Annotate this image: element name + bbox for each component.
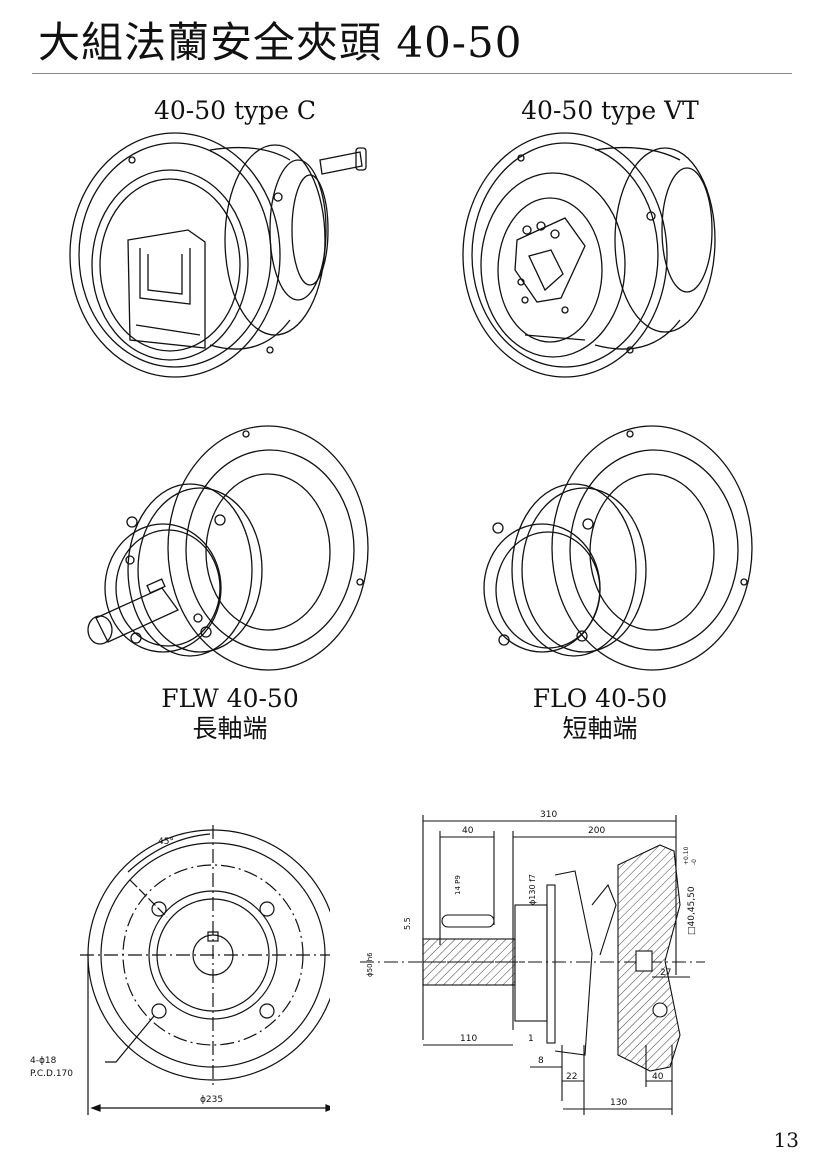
svg-text:27: 27 [660,968,671,978]
caption-type-vt: 40-50 type VT [521,96,699,125]
diameter-label: ϕ235 [200,1095,223,1105]
svg-text:40: 40 [652,1072,664,1082]
front-view-drawing: 45° 4-ϕ18 P.C.D.170 ϕ235 [30,825,330,1115]
holes-label: 4-ϕ18 [30,1056,57,1066]
pcd-label: P.C.D.170 [30,1069,73,1079]
svg-text:40: 40 [462,826,474,836]
svg-text:200: 200 [588,826,605,836]
svg-text:5.5: 5.5 [403,917,412,930]
side-view-drawing: 310 40 200 14 P9 ϕ130 f7 5.5 ϕ50 h6 □40,… [360,810,705,1115]
svg-text:22: 22 [566,1072,577,1082]
illustration-type-c [69,132,367,378]
svg-text:+0.10: +0.10 [683,846,690,865]
svg-text:□40,45,50: □40,45,50 [687,886,697,935]
illustration-type-vt [462,132,716,378]
caption-type-c: 40-50 type C [153,96,317,125]
svg-text:14 P9: 14 P9 [454,875,462,895]
svg-text:110: 110 [460,1034,477,1044]
title-divider [32,73,792,74]
svg-text:310: 310 [540,810,557,820]
page-title: 大組法蘭安全夾頭 40-50 [38,18,523,67]
svg-text:8: 8 [538,1056,544,1066]
svg-text:ϕ50 h6: ϕ50 h6 [366,952,374,977]
svg-text:ϕ130 f7: ϕ130 f7 [528,874,537,905]
svg-text:-0: -0 [691,859,698,865]
svg-text:1: 1 [528,1034,534,1044]
angle-label: 45° [158,837,174,847]
illustration-flo [483,425,753,671]
svg-text:130: 130 [610,1098,627,1108]
page-number: 13 [773,1128,799,1152]
illustration-flw [87,425,369,671]
